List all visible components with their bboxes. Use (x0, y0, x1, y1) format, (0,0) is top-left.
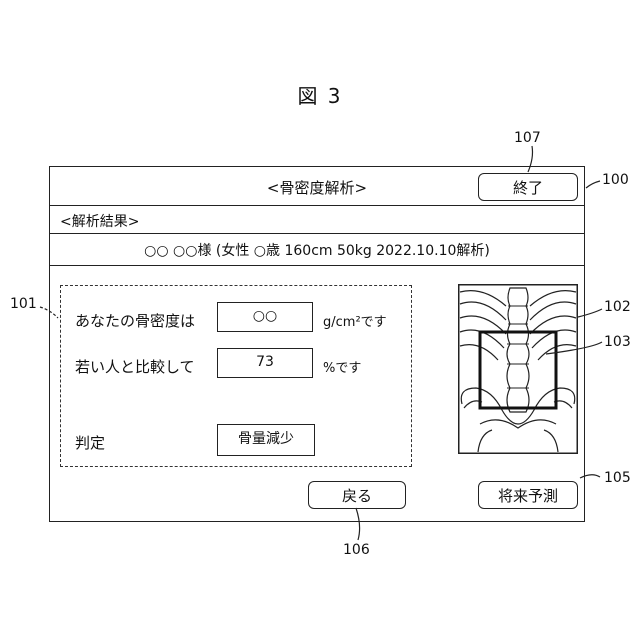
ref-103: 103 (604, 334, 631, 350)
ref-100: 100 (602, 172, 629, 188)
ref-102: 102 (604, 299, 631, 315)
ref-101: 101 (10, 296, 37, 312)
ref-107: 107 (514, 130, 541, 146)
ref-106: 106 (343, 542, 370, 558)
ref-105: 105 (604, 470, 631, 486)
